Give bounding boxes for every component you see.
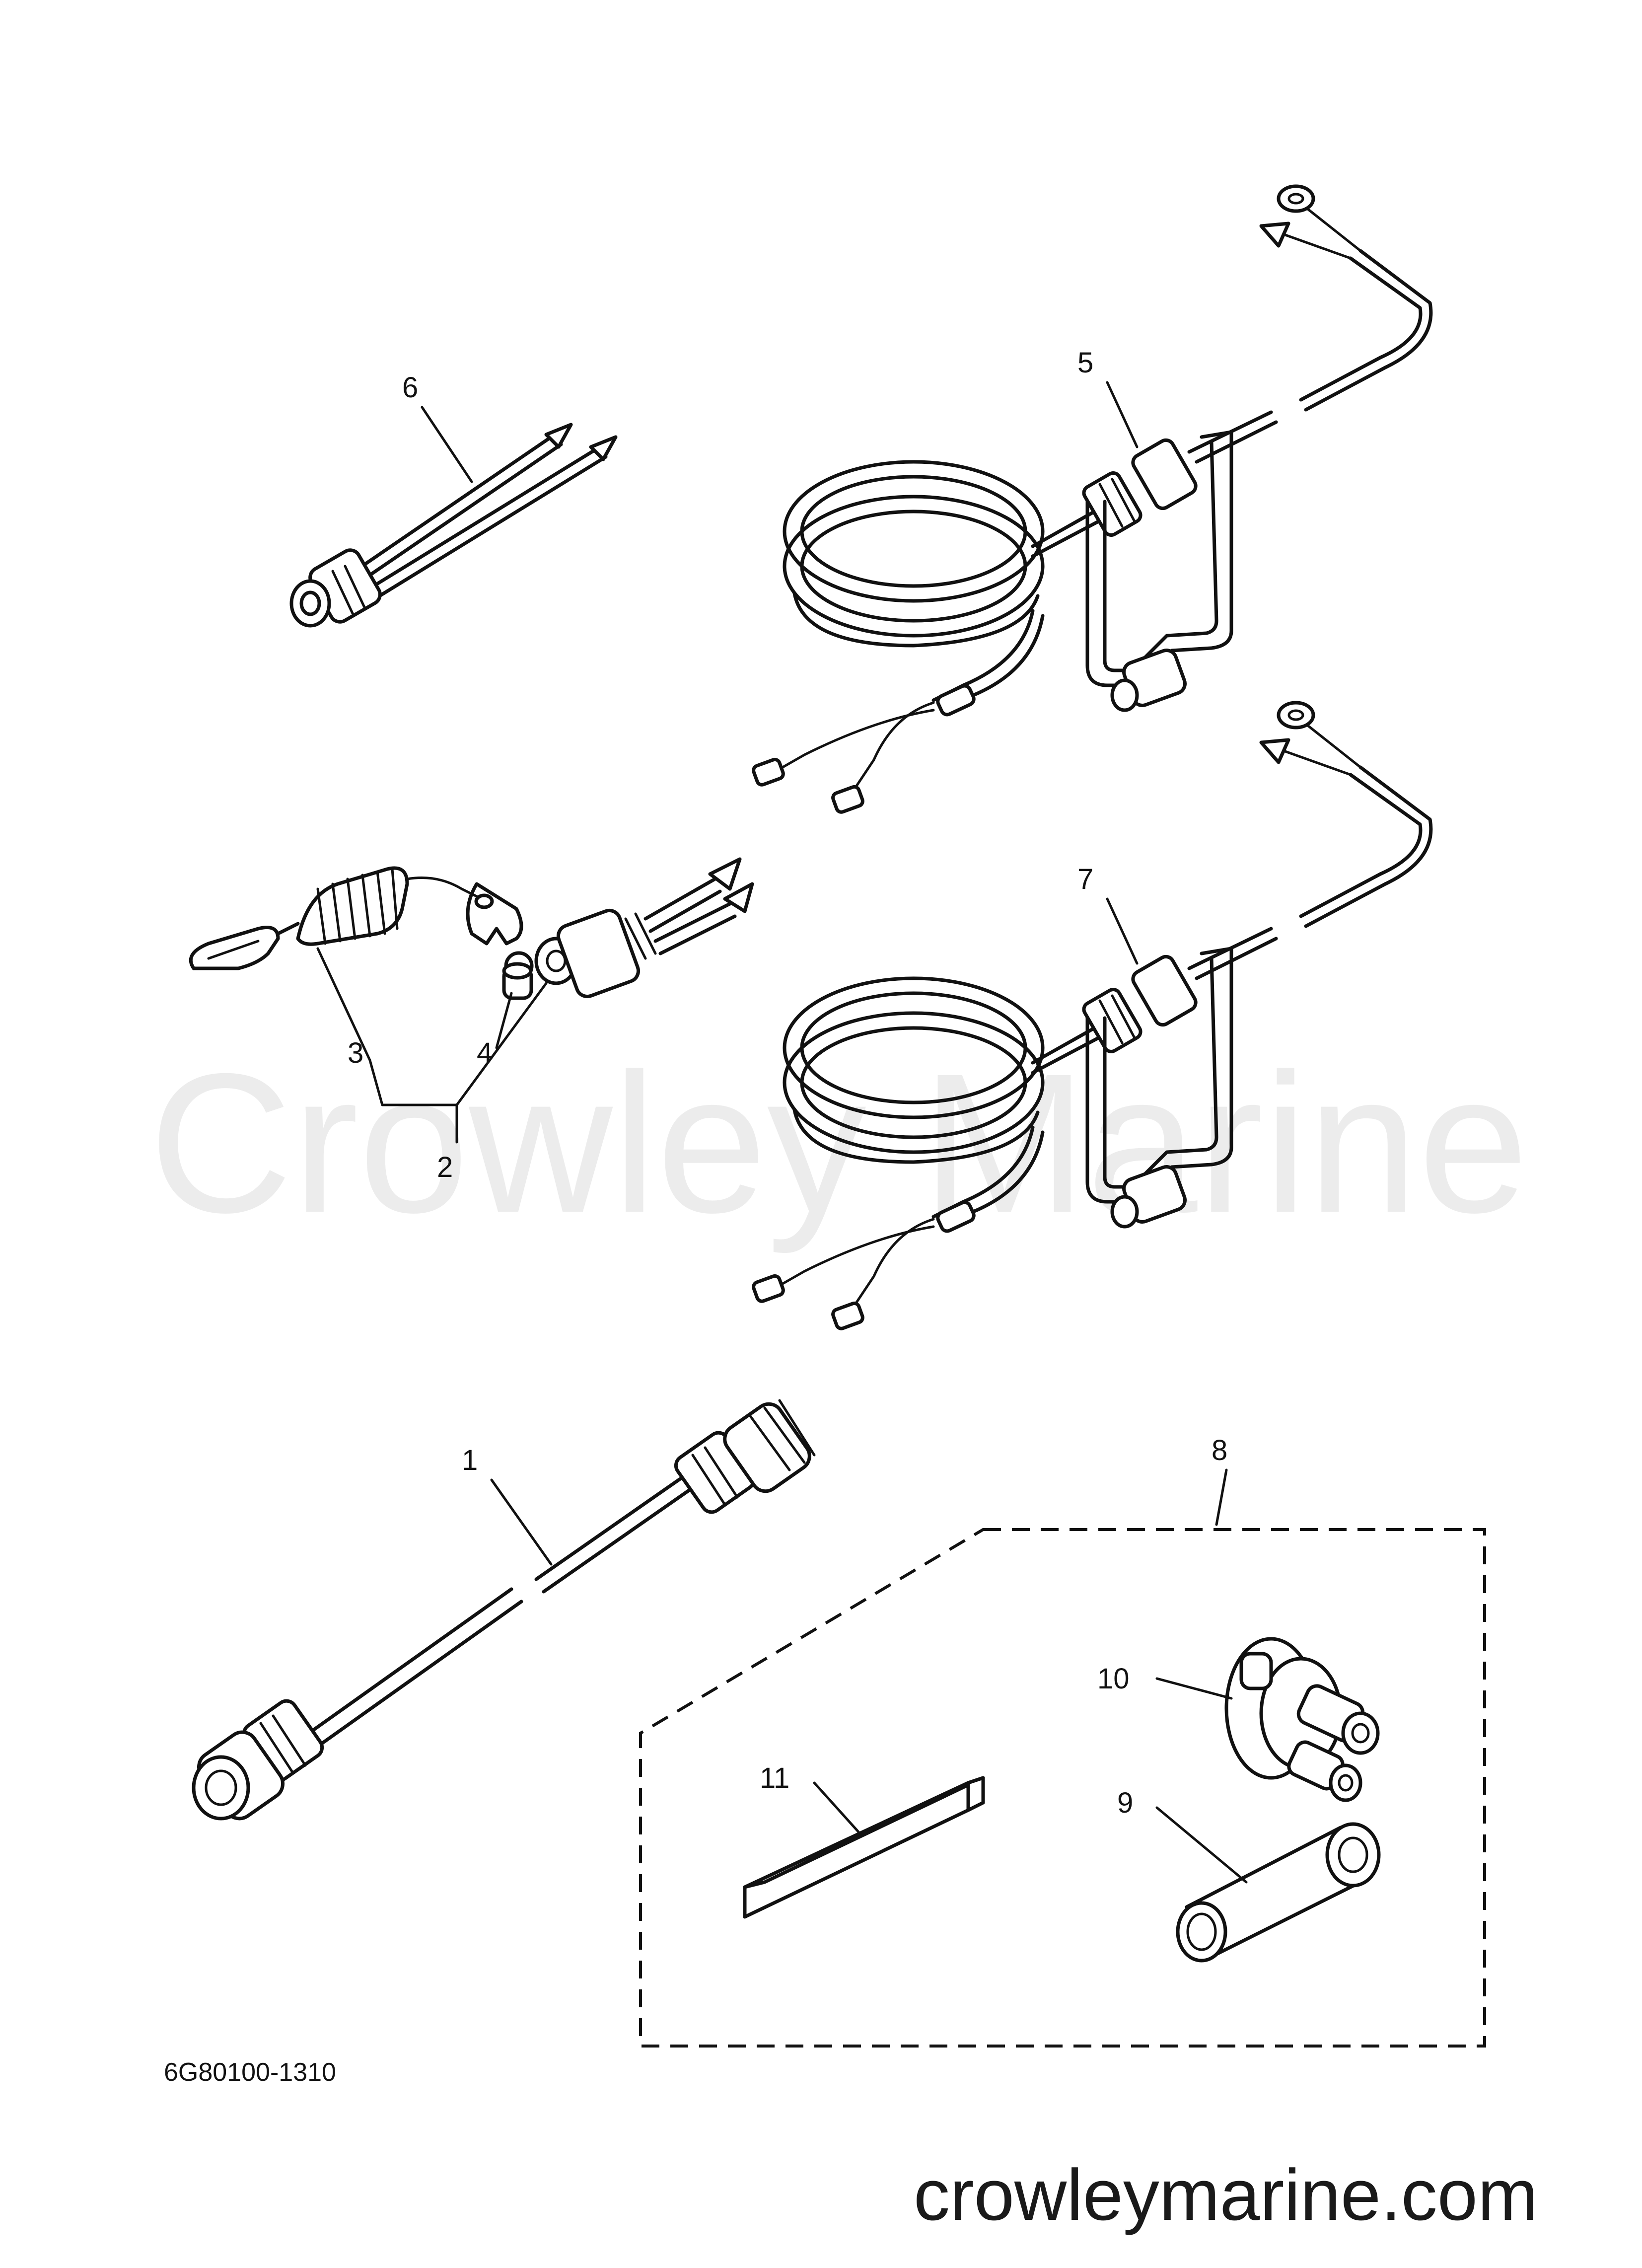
callout-3: 3 [348, 1037, 363, 1069]
callout-7: 7 [1077, 863, 1093, 895]
callout-8: 8 [1212, 1434, 1227, 1466]
part-1-extension-cable [192, 1399, 816, 1821]
callout-5: 5 [1077, 347, 1093, 379]
part-6-lead-wire [289, 423, 618, 628]
callout-9: 9 [1117, 1787, 1133, 1819]
part-3-lanyard-clip [189, 866, 534, 981]
callout-1: 1 [462, 1444, 478, 1476]
callout-6: 6 [402, 371, 418, 404]
part-4-cap [502, 962, 533, 1000]
drawing-code: 6G80100-1310 [164, 2058, 336, 2087]
part-9-sleeve [1176, 1822, 1381, 1963]
website-link[interactable]: crowleymarine.com [914, 2154, 1538, 2235]
callout-11: 11 [760, 1762, 789, 1794]
part-8-kit-box [639, 1528, 1486, 2048]
callout-4: 4 [477, 1037, 493, 1069]
part-5-coiled-harness [752, 184, 1433, 814]
part-10-valve [1224, 1637, 1380, 1802]
watermark-text: Crowley Marine [149, 1032, 1529, 1255]
callout-labels: 6 5 7 3 4 2 1 8 10 9 11 [348, 347, 1227, 1819]
part-11-key-stock [743, 1776, 985, 1919]
part-7-coiled-harness [752, 701, 1433, 1330]
part-2-stop-switch [534, 857, 754, 999]
callout-2: 2 [437, 1151, 453, 1183]
callout-10: 10 [1097, 1663, 1130, 1695]
leader-lines [316, 381, 1248, 1884]
